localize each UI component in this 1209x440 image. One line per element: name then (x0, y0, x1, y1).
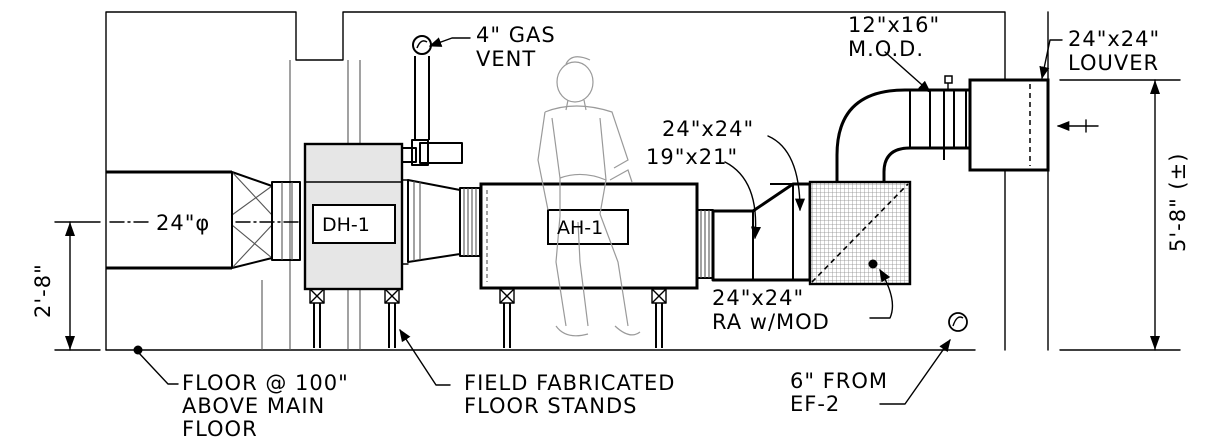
label-transition-19: 19"x21" (646, 145, 738, 169)
label-return-air-2: RA w/MOD (712, 310, 830, 334)
label-ef2-1: 6" FROM (790, 369, 888, 393)
return-transition (711, 182, 812, 282)
label-return-air-1: 24"x24" (712, 286, 804, 310)
label-dim-right: 5'-8" (±) (1166, 153, 1190, 252)
label-louver-1: 24"x24" (1068, 27, 1160, 51)
gas-vent (411, 35, 432, 166)
outside-air-elbow (835, 75, 970, 182)
person-scale-figure (537, 56, 641, 337)
label-louver-2: LOUVER (1068, 51, 1159, 75)
label-floor-3: FLOOR (182, 417, 258, 440)
floor-stands (309, 288, 667, 348)
label-gas-vent-2: VENT (476, 47, 536, 71)
label-dim-left: 2'-8" (31, 263, 55, 318)
label-stands-1: FIELD FABRICATED (464, 371, 675, 395)
label-floor-2: ABOVE MAIN (182, 394, 325, 418)
drawing-labels: 4" GAS VENT 12"x16" M.O.D. 24"x24" LOUVE… (31, 13, 1190, 440)
leader-lines (133, 37, 1063, 405)
return-air-grille (808, 180, 912, 286)
ef2-symbol (948, 312, 968, 332)
supply-duct (106, 170, 301, 270)
label-mod-size-2: M.O.D. (848, 37, 924, 61)
label-floor-1: FLOOR @ 100" (182, 371, 349, 395)
label-gas-vent-1: 4" GAS (476, 23, 556, 47)
label-mod-size-1: 12"x16" (848, 13, 940, 37)
louver (968, 78, 1099, 172)
dh1-unit (303, 142, 463, 291)
dimension-right (1059, 79, 1181, 351)
label-duct-diameter: 24"φ (156, 211, 210, 235)
label-dh1: DH-1 (322, 214, 370, 236)
dimension-left (54, 221, 101, 351)
label-transition-24: 24"x24" (662, 117, 754, 141)
flex-connector-1 (459, 187, 481, 257)
label-ef2-2: EF-2 (790, 392, 840, 416)
label-stands-2: FLOOR STANDS (464, 394, 637, 418)
ah1-unit (479, 182, 714, 290)
label-ah1: AH-1 (557, 217, 603, 239)
